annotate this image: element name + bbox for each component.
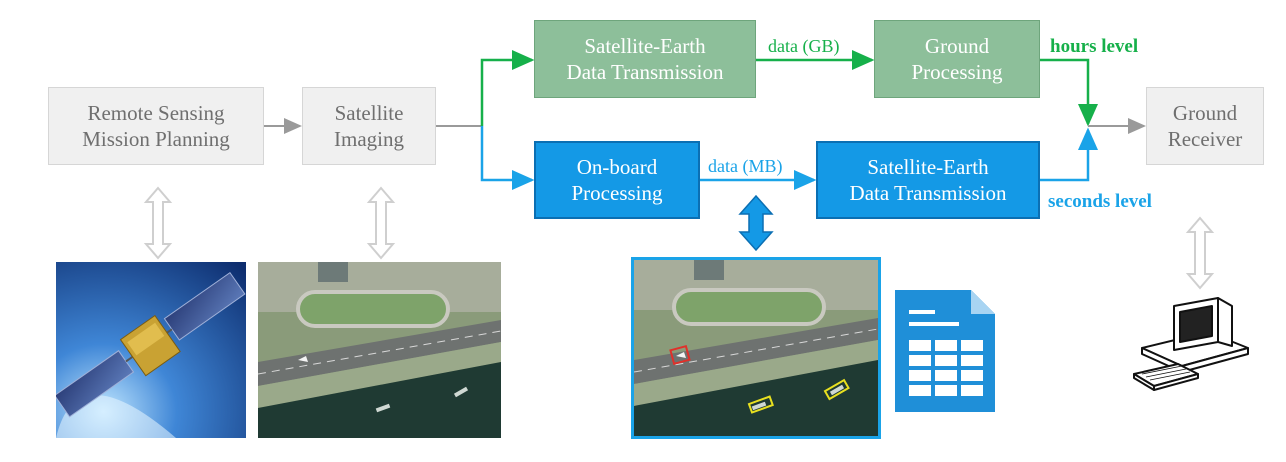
ground-processing-label: Ground Processing: [911, 33, 1003, 84]
double-arrow-imaging: [366, 186, 396, 260]
data-mb-label: data (MB): [708, 156, 783, 176]
satellite-imaging-label: Satellite Imaging: [334, 100, 404, 151]
sat-earth-top-box: Satellite-Earth Data Transmission: [534, 20, 756, 98]
mission-planning-box: Remote Sensing Mission Planning: [48, 87, 264, 165]
ground-receiver-label: Ground Receiver: [1167, 100, 1243, 151]
detection-image-frame: [631, 257, 881, 439]
airport-aerial-image-with-detections: [633, 260, 879, 436]
ground-processing-box: Ground Processing: [874, 20, 1040, 98]
computer-icon: [1133, 297, 1249, 391]
double-arrow-onboard: [738, 194, 774, 252]
arrow-green-hours: [1040, 58, 1098, 127]
sat-earth-bottom-box: Satellite-Earth Data Transmission: [816, 141, 1040, 219]
seconds-level-label: seconds level: [1048, 191, 1152, 212]
sat-earth-bottom-label: Satellite-Earth Data Transmission: [849, 154, 1007, 205]
ship-detection-box-2: [823, 378, 850, 401]
hours-level-label: hours level: [1050, 36, 1139, 57]
arrow-blue-branch: [480, 126, 535, 190]
onboard-processing-box: On-board Processing: [534, 141, 700, 219]
arrow-green-branch: [480, 50, 535, 126]
double-arrow-planning: [143, 186, 173, 260]
arrow-blue-seconds: [1040, 127, 1098, 182]
ground-receiver-box: Ground Receiver: [1146, 87, 1264, 165]
plane-detection-box: [669, 344, 691, 366]
sat-earth-top-label: Satellite-Earth Data Transmission: [566, 33, 724, 84]
ship-detection-box-1: [747, 395, 774, 414]
mission-planning-label: Remote Sensing Mission Planning: [82, 100, 230, 151]
document-table-icon: [895, 290, 995, 412]
satellite-photo: [56, 262, 246, 438]
airport-aerial-image: [258, 262, 501, 438]
data-gb-label: data (GB): [768, 36, 840, 56]
onboard-processing-label: On-board Processing: [571, 154, 663, 205]
satellite-imaging-box: Satellite Imaging: [302, 87, 436, 165]
double-arrow-receiver: [1185, 216, 1215, 290]
